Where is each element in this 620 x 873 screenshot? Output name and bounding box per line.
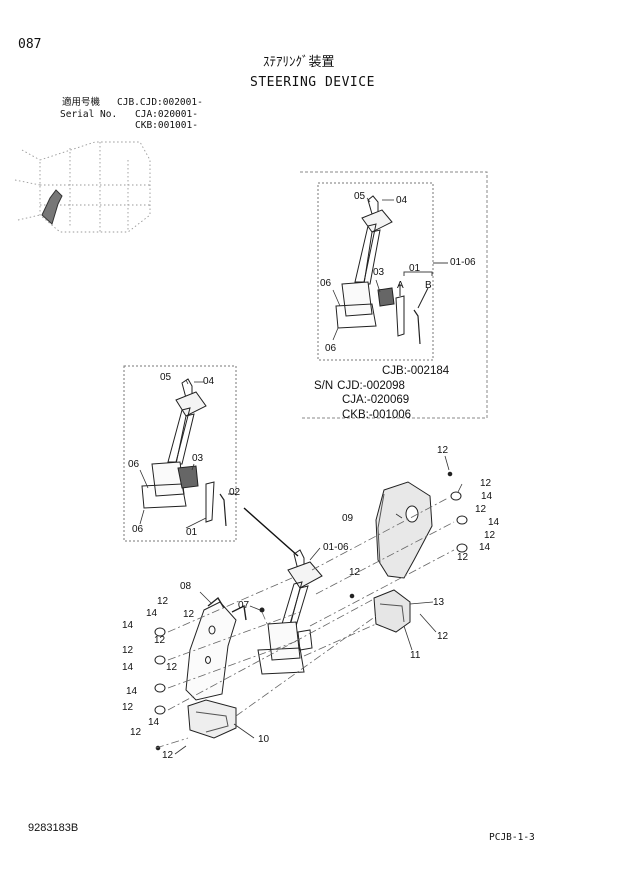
callout-12: 12 [154,635,166,646]
callout-07: 07 [238,600,250,611]
sn-label: S/N [314,379,334,392]
rear-cover [375,481,433,579]
callout-06-inset-right-b: 06 [325,343,337,354]
lower-cover [187,699,237,739]
location-highlight [41,189,63,225]
callout-b: B [425,280,432,291]
serial-label-en: Serial No. [60,109,118,120]
inset-frame-right [300,171,488,419]
callout-14: 14 [481,491,493,502]
callout-04-inset-left: 04 [203,376,215,387]
machine-location-sketch [14,141,151,233]
callout-14: 14 [479,542,491,553]
callout-01-inset-right: 01 [409,263,421,274]
steering-column-inset-left [141,378,227,527]
callout-05-inset-right: 05 [354,191,366,202]
inset-dashed-box-left [123,365,237,542]
leader-lines [139,197,463,755]
callout-12: 12 [437,631,449,642]
inset-serial-row: CJA:-020069 [342,394,410,406]
callout-a: A [397,280,404,291]
serial-range-2: CJA:020001- [135,109,198,120]
title-japanese: ｽﾃｱﾘﾝｸﾞ装置 [263,55,335,70]
callout-14: 14 [126,686,138,697]
callout-14: 14 [122,620,134,631]
inset-dashed-box-right [317,182,434,361]
callout-06-inset-right-a: 06 [320,278,332,289]
callout-12: 12 [480,478,492,489]
callout-05-inset-left: 05 [160,372,172,383]
callout-12: 12 [122,645,134,656]
callout-09: 09 [342,513,354,524]
callout-14: 14 [146,608,158,619]
side-cover [373,589,411,633]
callout-14: 14 [148,717,160,728]
callout-06-inset-left-a: 06 [128,459,140,470]
callout-12: 12 [457,552,469,563]
inset-serial-row: CKB:-001006 [342,408,412,421]
callout-12: 12 [349,567,361,578]
steering-column-inset-right [335,195,433,345]
callout-10: 10 [258,734,270,745]
title-english: STEERING DEVICE [250,75,375,90]
callout-12: 12 [162,750,174,761]
steering-column-main [257,549,323,675]
callout-03-inset-right: 03 [373,267,385,278]
callout-12: 12 [166,662,178,673]
callout-01-06-right: 01-06 [450,257,476,268]
serial-range-1: CJB.CJD:002001- [117,97,203,108]
page-code: PCJB-1-3 [489,832,535,843]
drawing-number: 9283183B [28,822,79,834]
callout-12: 12 [122,702,134,713]
callout-04-inset-right: 04 [396,195,408,206]
callout-12: 12 [157,596,169,607]
callout-03-inset-left: 03 [192,453,204,464]
callout-12: 12 [437,445,449,456]
callout-01-06-main: 01-06 [323,542,349,553]
serial-range-3: CKB:001001- [135,120,198,131]
callout-06-inset-left-b: 06 [132,524,144,535]
callout-14: 14 [122,662,134,673]
callout-12: 12 [183,609,195,620]
callout-12: 12 [130,727,142,738]
assembly-guide-lines [155,497,455,749]
callout-01-inset-left: 01 [186,527,198,538]
callout-13: 13 [433,597,445,608]
callout-12: 12 [484,530,496,541]
page-number: 087 [18,37,42,52]
callout-08: 08 [180,581,192,592]
front-cover-panel [185,596,247,701]
inset-serial-row: CJB:-002184 [382,365,450,377]
serial-label-ja: 適用号機 [62,97,101,108]
callout-11: 11 [410,650,421,661]
callout-02: 02 [229,487,241,498]
callout-12: 12 [475,504,487,515]
callout-14: 14 [488,517,500,528]
